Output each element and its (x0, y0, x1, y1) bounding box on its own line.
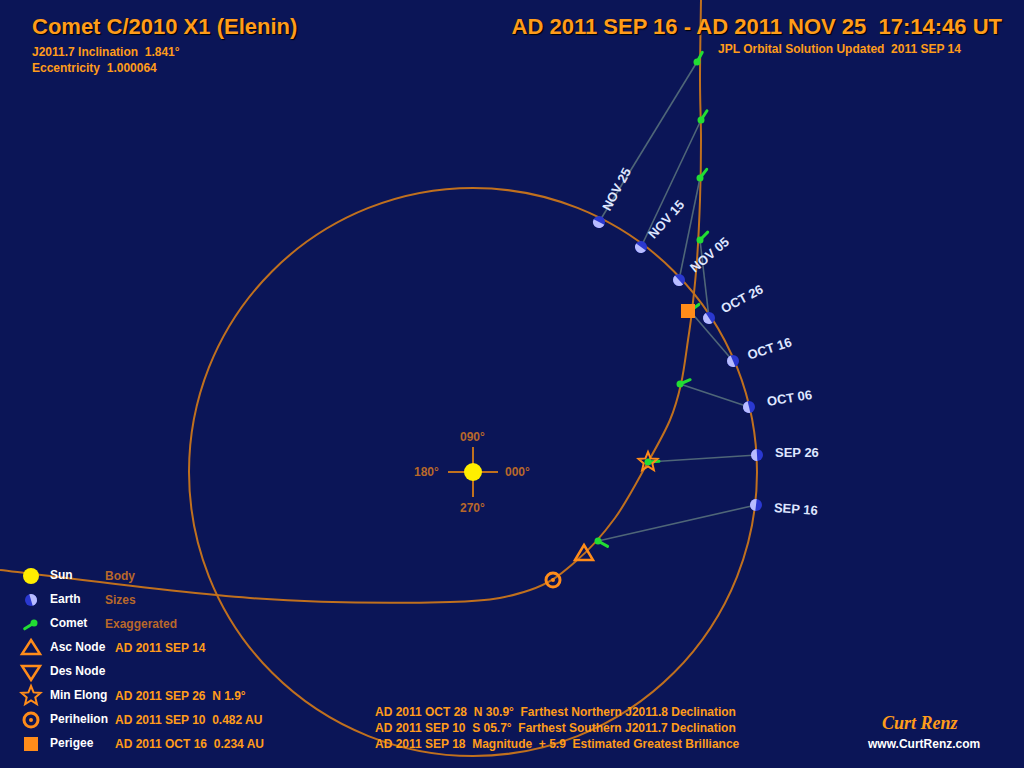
legend-text: Des Node (50, 664, 105, 678)
comet-marker (694, 52, 703, 65)
legend-text: Min Elong (50, 688, 107, 702)
earth-marker (725, 355, 739, 369)
legend-swatch (23, 568, 39, 584)
earth-lit-side (671, 276, 684, 289)
legend-text: Asc Node (50, 640, 105, 654)
legend-note: Sizes (105, 593, 136, 607)
earth-lit-side (701, 313, 713, 326)
orbit-markers (681, 304, 695, 318)
earth-marker (742, 401, 755, 414)
perihelion-symbol (24, 713, 38, 727)
comet-head (677, 381, 684, 388)
comet-head (698, 117, 705, 124)
earth-lit-side (633, 243, 646, 255)
comet-head (697, 175, 704, 182)
orbit-markers (546, 573, 560, 587)
source-note: JPL Orbital Solution Updated 2011 SEP 14 (718, 42, 961, 56)
legend-text: Comet (50, 616, 87, 630)
earth-marker (751, 449, 763, 461)
sight-line (680, 384, 749, 407)
star-symbol (639, 452, 658, 470)
angle-label: 000° (505, 465, 530, 479)
legend-date: AD 2011 OCT 16 0.234 AU (115, 737, 264, 751)
legend-date: AD 2011 SEP 10 0.482 AU (115, 713, 262, 727)
comet-marker (677, 380, 691, 388)
event-note: AD 2011 SEP 18 Magnitude + 5.9 Estimated… (375, 737, 739, 751)
comet-head (697, 237, 704, 244)
earth-marker (701, 312, 715, 326)
earth-lit-side (742, 401, 751, 414)
sight-line (599, 62, 697, 222)
comet-orbit (0, 0, 701, 603)
date-label: SEP 26 (775, 445, 819, 461)
legend-note: Exaggerated (105, 617, 177, 631)
orbit-note: Eccentricity 1.000064 (32, 61, 157, 75)
legend-date: AD 2011 SEP 14 (115, 641, 206, 655)
orbit-markers (551, 578, 555, 582)
angle-label: 180° (414, 465, 439, 479)
earth-dark-side (751, 449, 763, 461)
author-signature: Curt Renz (882, 713, 958, 735)
sight-line (690, 311, 733, 361)
event-note: AD 2011 SEP 10 S 05.7° Farthest Southern… (375, 721, 736, 735)
star-symbol (22, 686, 41, 704)
legend-date: AD 2011 SEP 26 N 1.9° (115, 689, 246, 703)
orbit-markers (546, 304, 695, 587)
earth-marker (671, 274, 685, 288)
earth-marker (749, 498, 762, 511)
asc-node-symbol (22, 640, 40, 654)
legend-symbols (22, 593, 41, 751)
comet-head (31, 620, 38, 627)
comet-marker (25, 620, 38, 629)
perihelion-dot (29, 718, 33, 722)
des-node-symbol (22, 666, 40, 680)
legend-text: Earth (50, 592, 81, 606)
earth-marker (633, 241, 647, 255)
event-note: AD 2011 OCT 28 N 30.9° Farthest Northern… (375, 705, 736, 719)
comet-head (595, 538, 602, 545)
title: Comet C/2010 X1 (Elenin) (32, 14, 297, 40)
perigee-symbol (24, 737, 38, 751)
legend-text: Sun (50, 568, 73, 582)
orbit-note: J2011.7 Inclination 1.841° (32, 45, 180, 59)
earth-lit-side (725, 355, 735, 368)
comet-head (645, 459, 652, 466)
angle-label: 270° (460, 501, 485, 515)
legend-text: Perigee (50, 736, 93, 750)
earth-lit-side (591, 219, 604, 230)
earth-orbit (189, 188, 757, 756)
earth-marker (591, 216, 605, 230)
sight-line (598, 505, 756, 541)
earth-marker (25, 593, 38, 606)
earth-dark-side (750, 499, 762, 511)
earth-lit-side (29, 593, 38, 606)
legend-note: Body (105, 569, 135, 583)
comet-marker (595, 538, 608, 547)
comet-marker (697, 169, 707, 181)
legend-text: Perihelion (50, 712, 108, 726)
date-label: SEP 16 (773, 500, 818, 519)
sun-crosshair (464, 463, 482, 481)
website-url: www.CurtRenz.com (868, 737, 980, 751)
orbit-markers (575, 545, 593, 560)
sight-line (648, 455, 757, 462)
comet-marker (698, 111, 707, 124)
angle-label: 090° (460, 430, 485, 444)
comet-marker (697, 232, 708, 243)
date-range-heading: AD 2011 SEP 16 - AD 2011 NOV 25 17:14:46… (512, 14, 1002, 40)
earth-lit-side (749, 498, 756, 511)
sun-crosshair (448, 447, 498, 497)
comet-head (694, 59, 701, 66)
earth-lit-side (751, 449, 758, 461)
